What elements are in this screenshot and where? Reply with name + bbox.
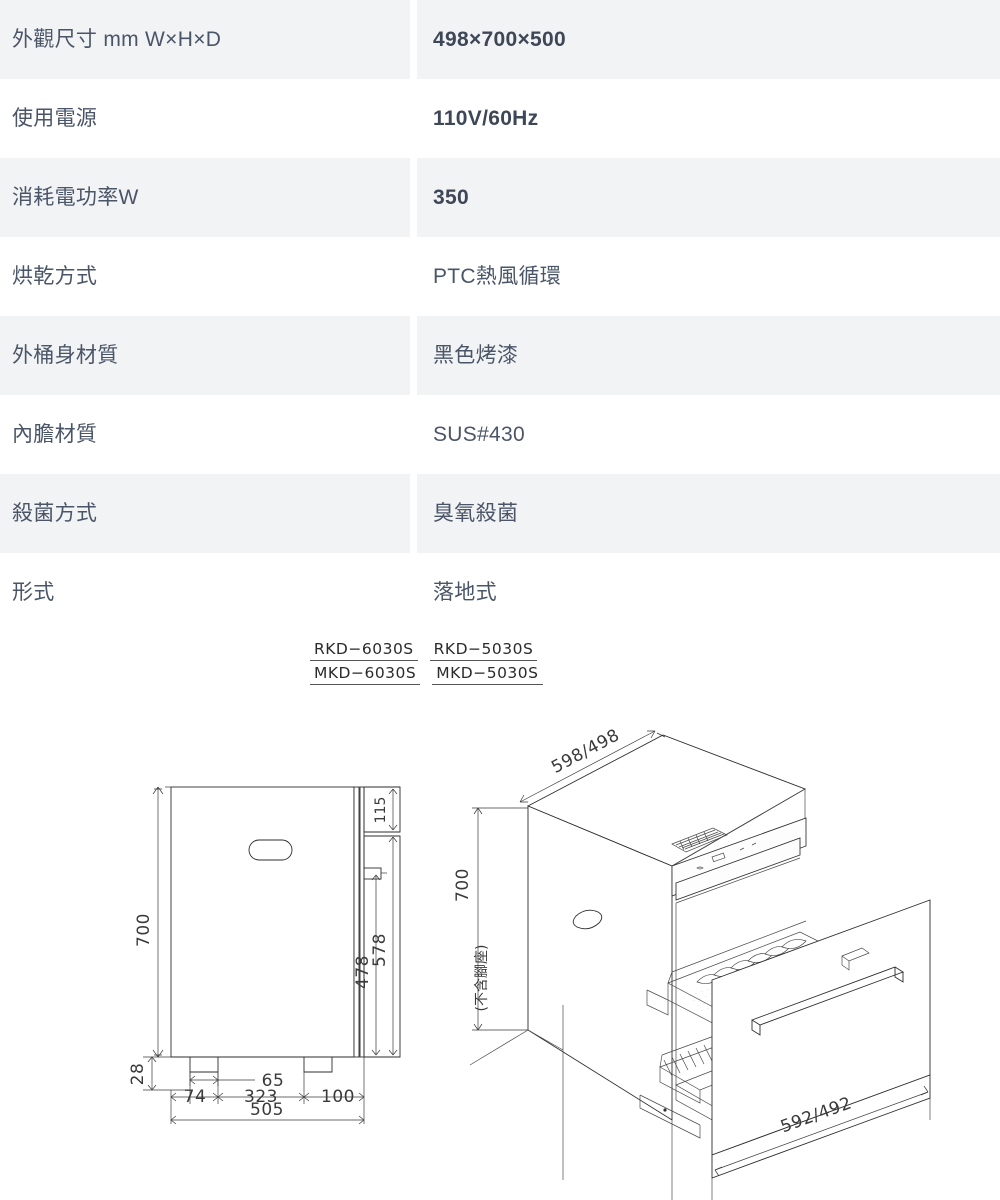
model-rkd-5030s: RKD−5030S (429, 640, 538, 661)
column-gap (410, 553, 417, 632)
column-gap (410, 395, 417, 474)
table-row: 外觀尺寸 mm W×H×D 498×700×500 (0, 0, 1000, 79)
iso-view-drawing: 598/498 700 (不含腳座) 592/492 (453, 725, 931, 1200)
table-row: 形式 落地式 (0, 553, 1000, 632)
spec-value: 黑色烤漆 (417, 316, 1000, 395)
dim-span-323: 323 (244, 1087, 278, 1107)
spec-label: 殺菌方式 (0, 474, 410, 553)
side-view-drawing: 700 28 115 578 (128, 786, 401, 1125)
specification-table: 外觀尺寸 mm W×H×D 498×700×500 使用電源 110V/60Hz… (0, 0, 1000, 632)
dim-depth-478: 478 (353, 955, 373, 989)
spec-label: 內膽材質 (0, 395, 410, 474)
dim-width-505: 505 (250, 1100, 284, 1120)
spec-value: PTC熱風循環 (417, 237, 1000, 316)
dim-foot-width-65: 65 (262, 1071, 285, 1091)
table-row: 殺菌方式 臭氧殺菌 (0, 474, 1000, 553)
dim-height-note: (不含腳座) (474, 945, 490, 1012)
vent-grille-icon (671, 827, 728, 853)
spec-label: 外觀尺寸 mm W×H×D (0, 0, 410, 79)
model-number-list: RKD−6030S RKD−5030S MKD−6030S MKD−5030S (310, 640, 570, 688)
model-mkd-5030s: MKD−5030S (432, 664, 543, 685)
column-gap (410, 474, 417, 553)
table-row: 烘乾方式 PTC熱風循環 (0, 237, 1000, 316)
model-row-2: MKD−6030S MKD−5030S (310, 664, 570, 685)
technical-drawings: 700 28 115 578 (0, 700, 1000, 1200)
spec-value: 臭氧殺菌 (417, 474, 1000, 553)
drawer-handle-icon (750, 966, 905, 1036)
spec-label: 使用電源 (0, 79, 410, 158)
spec-value: 110V/60Hz (417, 79, 1000, 158)
column-gap (410, 0, 417, 79)
spec-label: 外桶身材質 (0, 316, 410, 395)
spec-value: 落地式 (417, 553, 1000, 632)
table-row: 消耗電功率W 350 (0, 158, 1000, 237)
column-gap (410, 237, 417, 316)
dim-top-115: 115 (373, 797, 389, 824)
spec-label: 形式 (0, 553, 410, 632)
spec-value: 498×700×500 (417, 0, 1000, 79)
table-row: 外桶身材質 黑色烤漆 (0, 316, 1000, 395)
dim-foot-28: 28 (128, 1063, 148, 1086)
model-row-1: RKD−6030S RKD−5030S (310, 640, 570, 661)
dim-height-700: 700 (134, 913, 154, 947)
dim-depth-578: 578 (370, 933, 390, 967)
column-gap (410, 316, 417, 395)
model-rkd-6030s: RKD−6030S (310, 640, 418, 661)
column-gap (410, 79, 417, 158)
table-row: 使用電源 110V/60Hz (0, 79, 1000, 158)
table-row: 內膽材質 SUS#430 (0, 395, 1000, 474)
spec-value: 350 (417, 158, 1000, 237)
dim-span-100: 100 (321, 1087, 355, 1107)
dim-iso-height-700: 700 (453, 868, 473, 902)
spec-value: SUS#430 (417, 395, 1000, 474)
spec-label: 消耗電功率W (0, 158, 410, 237)
column-gap (410, 158, 417, 237)
dim-offset-74: 74 (184, 1087, 207, 1107)
model-mkd-6030s: MKD−6030S (310, 664, 421, 685)
spec-label: 烘乾方式 (0, 237, 410, 316)
